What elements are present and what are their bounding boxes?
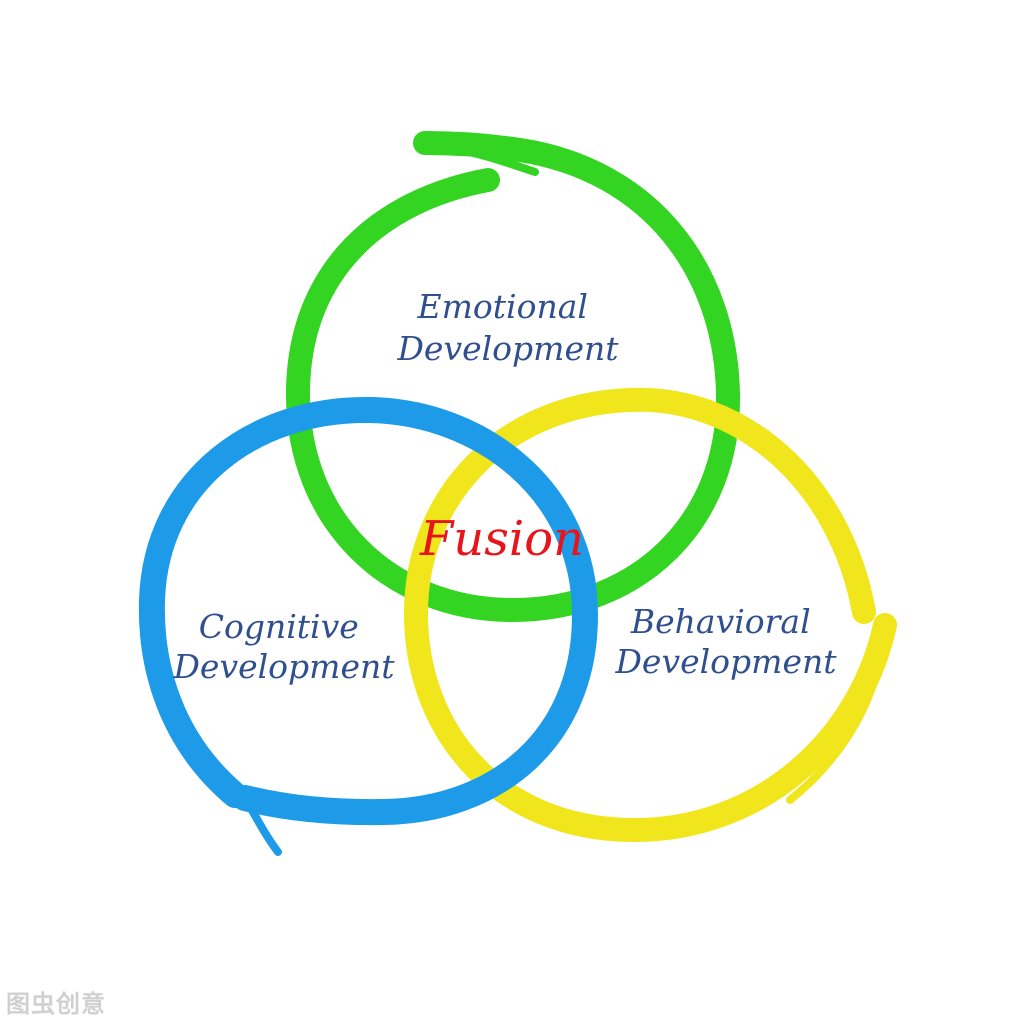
behavioral-label-line-2: Development: [614, 642, 837, 681]
behavioral-label-line-1: Behavioral: [630, 602, 811, 641]
cognitive-label-line-2: Development: [172, 647, 395, 686]
behavioral-ring: [403, 387, 897, 843]
center-label-fusion: Fusion: [419, 511, 584, 567]
watermark: 图虫创意: [6, 990, 106, 1018]
cognitive-label: Cognitive Development: [172, 607, 395, 686]
cognitive-label-line-1: Cognitive: [199, 607, 359, 646]
cognitive-ring-tail: [241, 794, 282, 856]
emotional-label-line-1: Emotional: [417, 287, 588, 326]
emotional-circle: [285, 131, 741, 623]
emotional-label: Emotional Development: [396, 287, 619, 368]
behavioral-ring-tail: [786, 621, 889, 804]
emotional-ring-tail: [421, 139, 539, 176]
cognitive-circle: [138, 396, 599, 856]
emotional-ring: [285, 131, 741, 623]
behavioral-circle: [403, 387, 897, 843]
cognitive-ring: [138, 396, 599, 826]
behavioral-label: Behavioral Development: [614, 602, 837, 681]
emotional-label-line-2: Development: [396, 329, 619, 368]
